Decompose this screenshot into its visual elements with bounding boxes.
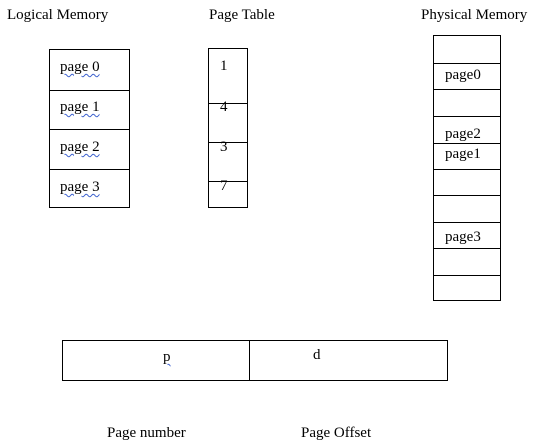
logical-page-cell: page 1: [50, 90, 129, 130]
address-divider: [249, 341, 250, 380]
frame-number: 4: [220, 99, 228, 115]
logical-page-label: page 2: [60, 139, 100, 155]
frame-number: 7: [220, 178, 228, 194]
logical-page-label: page 0: [60, 59, 100, 75]
physical-page3-label: page3: [445, 229, 481, 245]
frame-7: page3: [434, 222, 500, 248]
page-table-entry: 1: [209, 49, 247, 103]
logical-page-cell: page 0: [50, 50, 129, 90]
frame-6: [434, 195, 500, 222]
frame-4: page1: [434, 143, 500, 169]
page-number-field: p: [163, 349, 171, 365]
logical-page-cell: page 2: [50, 129, 129, 169]
physical-memory-title: Physical Memory: [421, 7, 528, 23]
logical-address-box: p d: [62, 340, 448, 381]
frame-0: [434, 36, 500, 63]
logical-memory-table: page 0 page 1 page 2 page 3: [49, 49, 130, 208]
page-table-entry: 7: [209, 178, 247, 208]
frame-3: page2: [434, 116, 500, 143]
page-number-caption: Page number: [107, 425, 186, 441]
page-offset-field: d: [313, 347, 321, 363]
logical-page-label: page 3: [60, 179, 100, 195]
logical-page-cell: page 3: [50, 169, 129, 208]
logical-page-label: page 1: [60, 99, 100, 115]
frame-number: 1: [220, 58, 228, 74]
page-table-entry: 3: [209, 139, 247, 181]
frame-5: [434, 169, 500, 195]
page-table-title: Page Table: [209, 7, 275, 23]
physical-page2-label: page2: [445, 126, 481, 142]
frame-8: [434, 248, 500, 275]
frame-1: page0: [434, 63, 500, 89]
frame-number: 3: [220, 139, 228, 155]
physical-page1-label: page1: [445, 146, 481, 162]
frame-9: [434, 275, 500, 301]
physical-page0-label: page0: [445, 67, 481, 83]
page-table-entry: 4: [209, 99, 247, 142]
logical-memory-title: Logical Memory: [7, 7, 109, 23]
physical-memory-table: page0 page2 page1 page3: [433, 35, 501, 301]
frame-2: [434, 89, 500, 116]
page-offset-caption: Page Offset: [301, 425, 372, 441]
page-table: 1 4 3 7: [208, 48, 248, 208]
